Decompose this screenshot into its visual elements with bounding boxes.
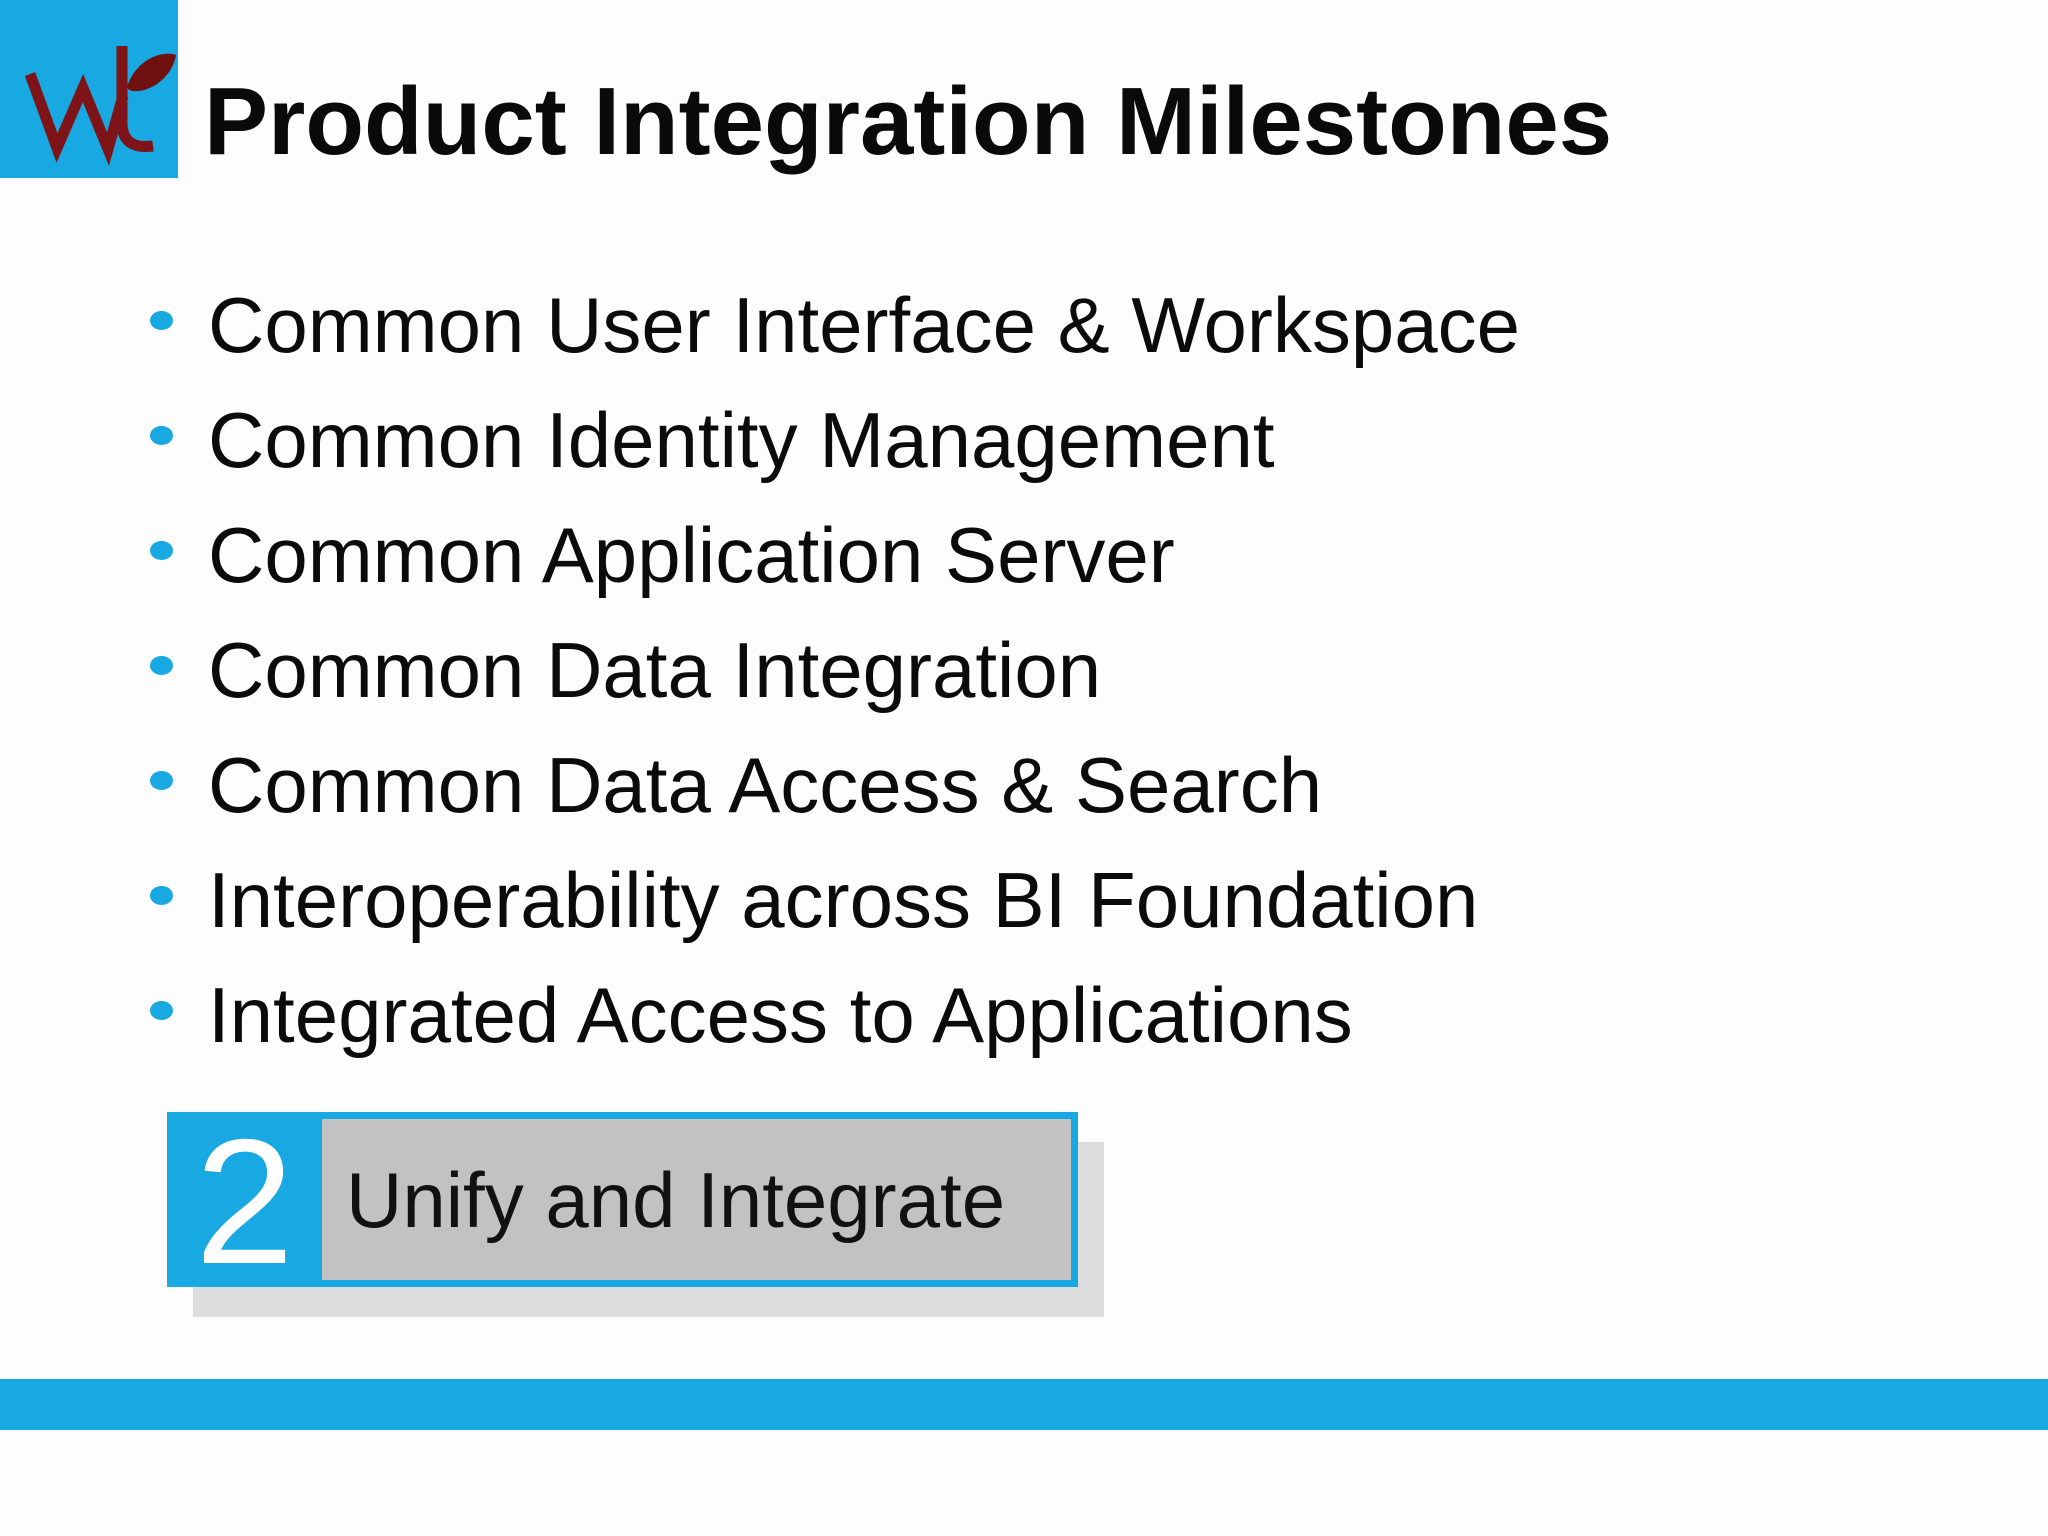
bullet-icon: [150, 886, 173, 905]
bullet-label: Common Data Integration: [208, 625, 1102, 714]
bullet-icon: [150, 771, 173, 790]
wt-leaf-logo-icon: [24, 46, 176, 166]
bullet-label: Common Data Access & Search: [208, 740, 1323, 829]
list-item: Common Data Integration: [150, 612, 1520, 727]
list-item: Common Data Access & Search: [150, 727, 1520, 842]
step-number: 2: [195, 1101, 294, 1301]
step-badge: 2 Unify and Integrate: [167, 1101, 1078, 1301]
bullet-icon: [150, 1001, 173, 1020]
footer-bar: [0, 1379, 2048, 1430]
list-item: Integrated Access to Applications: [150, 957, 1520, 1072]
bullet-icon: [150, 311, 173, 330]
step-label: Unify and Integrate: [346, 1155, 1006, 1244]
bullet-icon: [150, 656, 173, 675]
list-item: Common User Interface & Workspace: [150, 267, 1520, 382]
bullet-icon: [150, 541, 173, 560]
step-label-box: Unify and Integrate: [322, 1119, 1071, 1280]
bullet-label: Interoperability across BI Foundation: [208, 855, 1479, 944]
slide-title: Product Integration Milestones: [204, 68, 1613, 175]
bullet-label: Common User Interface & Workspace: [208, 280, 1521, 369]
list-item: Common Application Server: [150, 497, 1520, 612]
list-item: Common Identity Management: [150, 382, 1520, 497]
logo: [0, 0, 178, 178]
milestones-list: Common User Interface & Workspace Common…: [150, 267, 1520, 1072]
bullet-label: Common Identity Management: [208, 395, 1275, 484]
bullet-label: Integrated Access to Applications: [208, 970, 1353, 1059]
list-item: Interoperability across BI Foundation: [150, 842, 1520, 957]
bullet-icon: [150, 426, 173, 445]
bullet-label: Common Application Server: [208, 510, 1175, 599]
